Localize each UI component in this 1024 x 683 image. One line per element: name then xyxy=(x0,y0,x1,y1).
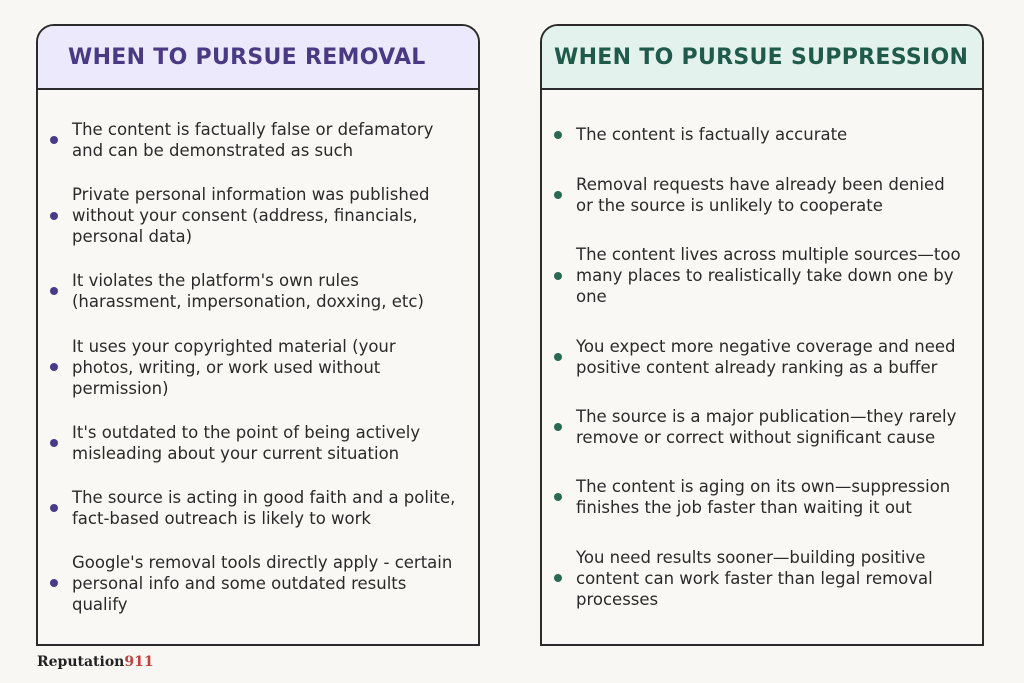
item-text: Removal requests have already been denie… xyxy=(576,174,945,215)
removal-title: WHEN TO PURSUE REMOVAL xyxy=(38,26,478,90)
item-text: The content is factually accurate xyxy=(576,125,848,145)
list-item: The content is factually accurate xyxy=(554,124,962,145)
bullet-icon xyxy=(50,579,58,588)
list-item: You need results sooner—building positiv… xyxy=(554,547,962,610)
logo-name: Reputation xyxy=(37,654,125,670)
list-item: The content lives across multiple source… xyxy=(554,244,962,307)
list-item: It uses your copyrighted material (your … xyxy=(50,336,458,399)
list-item: Removal requests have already been denie… xyxy=(554,174,962,216)
suppression-card: WHEN TO PURSUE SUPPRESSION The content i… xyxy=(540,24,984,646)
bullet-icon xyxy=(554,271,562,280)
item-text: It violates the platform's own rules (ha… xyxy=(72,271,424,312)
suppression-list: The content is factually accurate Remova… xyxy=(542,90,982,644)
bullet-icon xyxy=(50,438,58,447)
item-text: The content lives across multiple source… xyxy=(576,245,961,307)
bullet-icon xyxy=(554,352,562,361)
bullet-icon xyxy=(50,211,58,220)
brand-logo: Reputation911 xyxy=(37,654,154,670)
item-text: The source is acting in good faith and a… xyxy=(72,487,456,528)
logo-number: 911 xyxy=(124,654,154,670)
list-item: Google's removal tools directly apply - … xyxy=(50,552,458,615)
item-text: The content is aging on its own—suppress… xyxy=(576,477,951,518)
item-text: The source is a major publication—they r… xyxy=(576,406,957,447)
list-item: The source is acting in good faith and a… xyxy=(50,487,458,529)
bullet-icon xyxy=(554,574,562,583)
bullet-icon xyxy=(50,287,58,296)
item-text: The content is factually false or defama… xyxy=(72,120,434,161)
bullet-icon xyxy=(554,190,562,199)
item-text: You need results sooner—building positiv… xyxy=(576,547,933,609)
item-text: It uses your copyrighted material (your … xyxy=(72,336,396,398)
list-item: It violates the platform's own rules (ha… xyxy=(50,270,458,312)
list-item: The content is aging on its own—suppress… xyxy=(554,476,962,518)
item-text: You expect more negative coverage and ne… xyxy=(576,336,956,377)
item-text: It's outdated to the point of being acti… xyxy=(72,422,421,463)
list-item: Private personal information was publish… xyxy=(50,184,458,247)
bullet-icon xyxy=(554,130,562,139)
removal-card: WHEN TO PURSUE REMOVAL The content is fa… xyxy=(36,24,480,646)
bullet-icon xyxy=(554,493,562,502)
bullet-icon xyxy=(554,422,562,431)
item-text: Private personal information was publish… xyxy=(72,185,430,247)
item-text: Google's removal tools directly apply - … xyxy=(72,552,453,614)
list-item: The content is factually false or defama… xyxy=(50,119,458,161)
bullet-icon xyxy=(50,503,58,512)
list-item: It's outdated to the point of being acti… xyxy=(50,422,458,464)
list-item: The source is a major publication—they r… xyxy=(554,406,962,448)
removal-list: The content is factually false or defama… xyxy=(38,90,478,644)
suppression-title: WHEN TO PURSUE SUPPRESSION xyxy=(542,26,982,90)
bullet-icon xyxy=(50,363,58,371)
bullet-icon xyxy=(50,136,58,145)
list-item: You expect more negative coverage and ne… xyxy=(554,336,962,378)
